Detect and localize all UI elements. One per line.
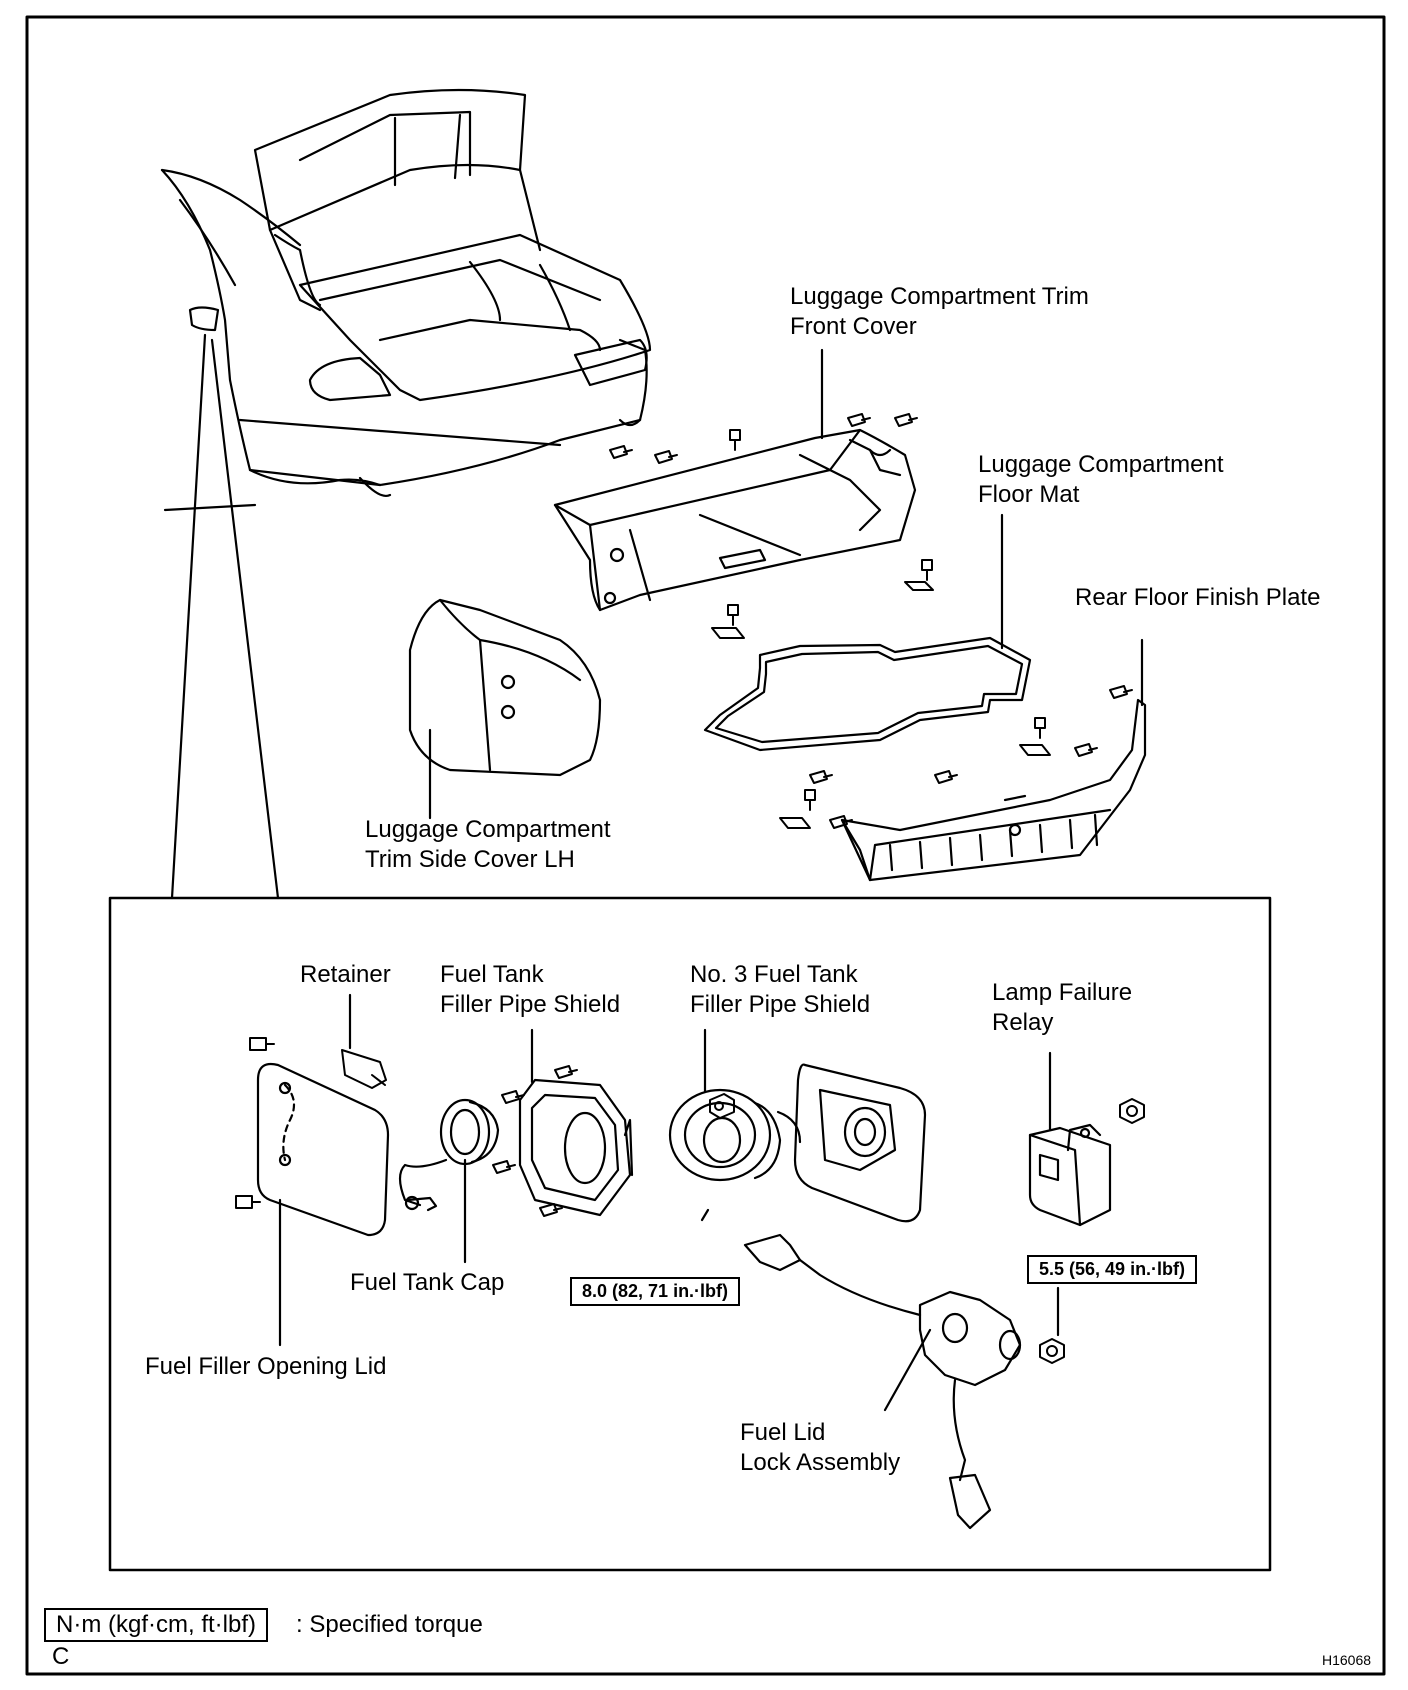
torque-relay-nut: 5.5 (56, 49 in.·lbf) [1027,1255,1198,1284]
figure-code: H16068 [1322,1652,1372,1668]
trim-side-cover-lh-part [408,598,602,777]
fuel-filler-opening-lid-part [256,1062,390,1237]
torque-lock-nut: 8.0 (82, 71 in.·lbf) [570,1277,741,1306]
shield-screws [492,1065,578,1217]
label-fuel-lid-lock-assembly: Fuel Lid Lock Assembly [740,1419,901,1476]
label-fuel-filler-opening-lid: Fuel Filler Opening Lid [145,1353,387,1380]
fuel-filler-housing-plate [793,1063,927,1223]
label-rear-floor-finish-plate: Rear Floor Finish Plate [1075,584,1321,611]
label-trim-side-cover-lh: Luggage Compartment Trim Side Cover LH [365,816,611,873]
clips-front-cover [609,413,934,639]
bolt-top-left [249,1037,275,1051]
trim-front-cover-part [553,428,917,612]
lock-nut [709,1093,735,1119]
lamp-failure-relay-part [1028,1123,1112,1227]
car-rear-illustration [160,88,652,512]
corner-letter: C [52,1643,70,1670]
fuel-tank-filler-pipe-shield-part [518,1078,634,1217]
label-fuel-tank-filler-pipe-shield: Fuel Tank Filler Pipe Shield [440,961,621,1018]
label-retainer: Retainer [300,961,391,988]
label-no3-fuel-tank-filler-pipe-shield: No. 3 Fuel Tank Filler Pipe Shield [690,961,871,1018]
label-floor-mat: Luggage Compartment Floor Mat [978,451,1224,508]
legend-description: : Specified torque [296,1611,483,1638]
bolt-bottom-left [235,1195,261,1209]
label-trim-front-cover: Luggage Compartment Trim Front Cover [790,283,1089,340]
rear-floor-finish-plate-part [840,698,1147,882]
fuel-tank-cap-part [398,1098,500,1212]
detail-callout-lines [170,333,280,900]
retainer-part [341,1049,387,1089]
legend-unit-box: N·m (kgf·cm, ft·lbf) [44,1608,268,1642]
leader-lock-assembly [883,1328,932,1412]
label-lamp-failure-relay: Lamp Failure Relay [992,979,1133,1036]
fuel-lid-lock-assembly-part [743,1233,1022,1530]
detail-panel [108,896,1272,1572]
leader-lock-nut [700,1208,710,1222]
label-fuel-tank-cap: Fuel Tank Cap [350,1269,505,1296]
relay-nut [1039,1098,1145,1364]
clips-rear-plate [779,685,1133,829]
floor-mat-part [703,636,1032,752]
outer-frame [25,15,1386,1676]
